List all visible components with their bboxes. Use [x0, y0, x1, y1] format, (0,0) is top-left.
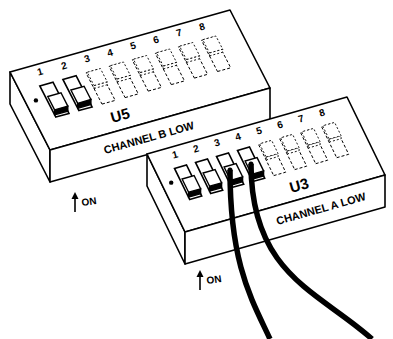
chip-designator: U3	[287, 175, 310, 195]
switch-slot	[322, 123, 349, 158]
switch-slot	[280, 135, 307, 170]
switch-slot	[132, 56, 161, 91]
on-arrowhead	[72, 192, 79, 199]
switch-slot	[86, 69, 115, 104]
switch-lever-top	[182, 176, 201, 193]
wire-tip	[249, 162, 254, 167]
switch-lever-top	[224, 164, 243, 181]
switch-slot	[301, 129, 328, 164]
switch-lever-top	[203, 170, 222, 187]
switch-slot	[259, 141, 286, 176]
switch-lever-top	[180, 43, 200, 60]
switch-slot	[155, 50, 184, 85]
switch-lever-top	[281, 134, 300, 151]
switch-lever-top	[110, 62, 130, 79]
on-arrowhead	[197, 270, 204, 277]
switch-lever-top	[203, 36, 223, 53]
front-face	[185, 175, 385, 264]
switch-lever-top	[260, 140, 279, 157]
switch-lever-top	[302, 128, 321, 145]
test-wire	[230, 170, 270, 339]
test-wire	[251, 164, 372, 339]
switch-slot	[40, 82, 69, 117]
pin-one-mark	[34, 98, 38, 102]
on-label: ON	[206, 274, 222, 286]
switch-lever-top	[87, 69, 107, 86]
switch-lever-top	[245, 158, 264, 175]
switch-lever-top	[157, 49, 177, 66]
switch-lever-top	[71, 86, 91, 103]
switch-slot	[109, 63, 138, 98]
switch-slot	[178, 43, 207, 78]
wire-tip	[228, 168, 233, 173]
pin-one-mark	[169, 180, 173, 184]
switch-lever-top	[133, 56, 153, 73]
switch-lever-top	[323, 122, 342, 139]
on-label: ON	[81, 196, 97, 208]
switch-lever-top	[48, 93, 68, 110]
switch-slot	[175, 165, 202, 200]
switch-slot	[202, 37, 231, 72]
switch-slot	[196, 159, 223, 194]
switch-slot	[63, 76, 92, 111]
